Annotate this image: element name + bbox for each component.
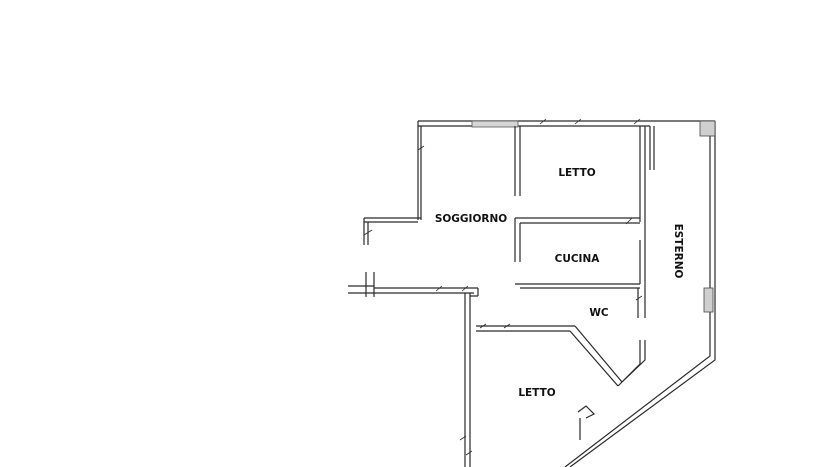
door-ticks bbox=[363, 118, 643, 456]
terrace-outline bbox=[564, 121, 716, 467]
column-right bbox=[703, 287, 714, 313]
wall-partition bbox=[470, 288, 479, 297]
room-letto-bottom-label: LETTO bbox=[518, 387, 555, 399]
wall-mid-horizontal bbox=[374, 287, 478, 294]
walls bbox=[348, 118, 716, 467]
wall-entry bbox=[348, 272, 375, 297]
wall-top bbox=[418, 120, 715, 127]
wall-bedroom-stub bbox=[577, 405, 596, 440]
room-wc-label: WC bbox=[589, 307, 609, 319]
wall-bedroom-left bbox=[464, 293, 471, 467]
room-soggiorno-label: SOGGIORNO bbox=[435, 213, 507, 225]
room-letto-top-label: LETTO bbox=[558, 167, 595, 179]
area-esterno-label: ESTERNO bbox=[672, 224, 684, 279]
wall-left-jamb bbox=[363, 218, 369, 245]
room-cucina-label: CUCINA bbox=[555, 253, 601, 265]
column-top-right bbox=[699, 120, 716, 137]
wall-left-upper bbox=[417, 121, 422, 220]
wall-letto-left bbox=[514, 126, 521, 196]
wall-left-step bbox=[364, 217, 421, 223]
wall-wc-right bbox=[617, 340, 646, 387]
wall-wc-bottom bbox=[476, 325, 575, 332]
wall-interior-right bbox=[637, 126, 646, 318]
window-top bbox=[471, 120, 519, 128]
wall-wc-diagonal bbox=[569, 325, 623, 387]
wall-cucina-top bbox=[515, 217, 640, 224]
wall-cucina-bottom bbox=[515, 283, 640, 289]
wall-right-inner bbox=[649, 126, 655, 170]
wall-cucina-left bbox=[514, 218, 521, 262]
